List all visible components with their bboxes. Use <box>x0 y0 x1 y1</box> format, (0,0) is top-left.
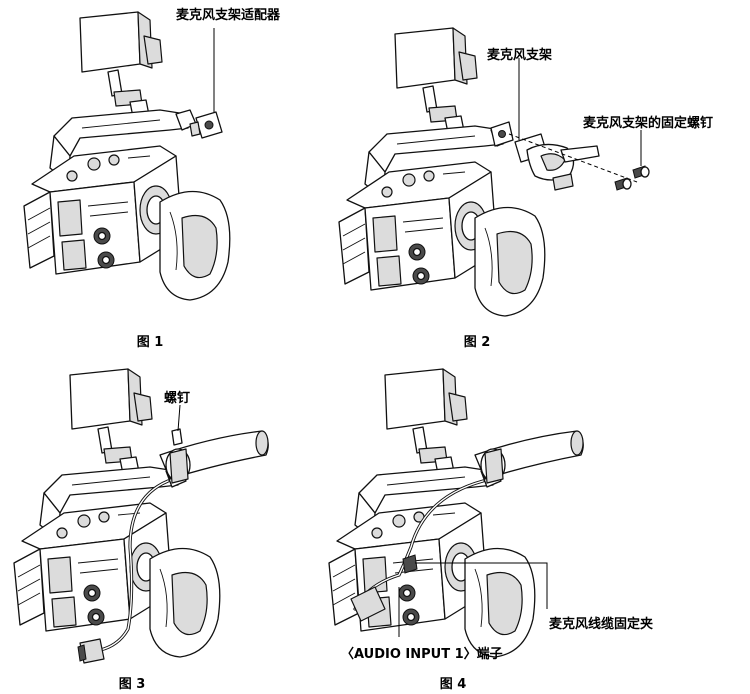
microphone <box>159 430 269 484</box>
figure-4: 麦克风线缆固定夹 〈AUDIO INPUT 1〉端子 图 4 <box>315 347 750 694</box>
mic-holder-screws <box>614 165 650 191</box>
figure-2-caption: 图 2 <box>463 335 491 350</box>
mic-cable <box>77 479 170 664</box>
figure-2: 麦克风支架 麦克风支架的固定螺钉 图 2 <box>315 0 750 350</box>
figure-1-illustration <box>23 11 231 301</box>
leader-line-cable-clamp <box>415 562 548 609</box>
mic-holder-adapter <box>189 111 223 139</box>
figure-4-caption: 图 4 <box>439 677 467 692</box>
leader-line-screw <box>177 404 181 432</box>
callout-screw: 螺钉 <box>164 391 191 406</box>
figure-1: 麦克风支架适配器 图 1 <box>0 0 375 350</box>
callout-mic-holder-screw: 麦克风支架的固定螺钉 <box>583 116 714 131</box>
figure-2-illustration <box>338 27 650 317</box>
callout-mic-holder-adapter: 麦克风支架适配器 <box>176 8 281 23</box>
figure-4-illustration <box>328 368 584 658</box>
callout-mic-holder: 麦克风支架 <box>487 48 553 63</box>
callout-audio-input-1-terminal: 〈AUDIO INPUT 1〉端子 <box>341 647 503 662</box>
mic-cable-clamp <box>402 554 418 574</box>
figure-3: 螺钉 图 3 <box>0 347 375 694</box>
figure-3-illustration <box>13 368 269 664</box>
mic-holder <box>514 133 600 191</box>
callout-mic-cable-clamp: 麦克风线缆固定夹 <box>549 617 654 632</box>
figure-3-caption: 图 3 <box>118 677 146 692</box>
figure-1-caption: 图 1 <box>136 335 164 350</box>
